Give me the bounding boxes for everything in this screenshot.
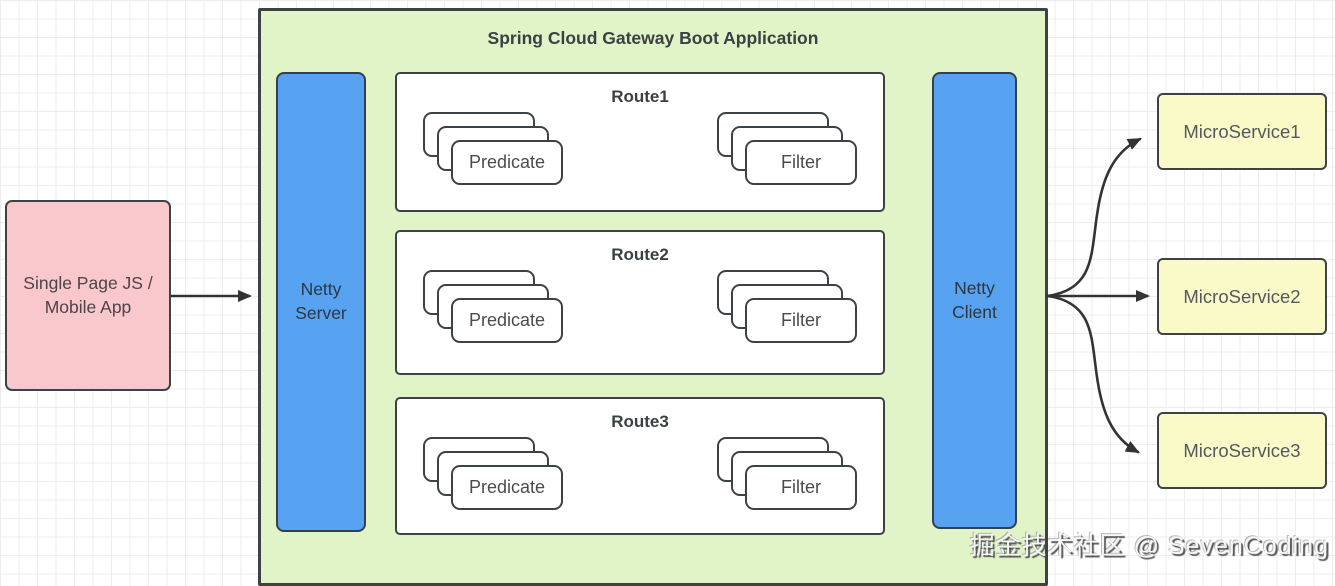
route2-title: Route2 — [611, 245, 669, 264]
filter-label: Filter — [781, 310, 821, 330]
netty-server-label-line2: Server — [295, 303, 347, 323]
arrow-gateway-to-microservice1 — [1046, 137, 1142, 298]
client-app-label-line2: Mobile App — [44, 296, 132, 317]
route1-filter-stack: Filter — [717, 112, 857, 185]
route1-box: Route1 Predicate Filter — [395, 72, 885, 212]
route2-filter-stack: Filter — [717, 270, 857, 343]
route3-filter-stack: Filter — [717, 437, 857, 510]
route2-predicate-stack: Predicate — [423, 270, 563, 343]
predicate-card: Predicate — [451, 298, 563, 343]
route1-title: Route1 — [611, 87, 669, 106]
route1-predicate-stack: Predicate — [423, 112, 563, 185]
predicate-card: Predicate — [451, 140, 563, 185]
microservice3-box: MicroService3 — [1157, 412, 1327, 489]
arrow-gateway-to-microservice3 — [1046, 294, 1140, 454]
filter-label: Filter — [781, 152, 821, 172]
filter-card: Filter — [745, 465, 857, 510]
netty-server-label-line1: Netty — [300, 279, 342, 300]
microservice1-label: MicroService1 — [1183, 120, 1301, 142]
route3-predicate-stack: Predicate — [423, 437, 563, 510]
gateway-title: Spring Cloud Gateway Boot Application — [487, 28, 819, 48]
client-app-label-line1: Single Page JS / — [23, 272, 153, 293]
route3-box: Route3 Predicate Filter — [395, 397, 885, 535]
netty-server-box: Netty Server — [276, 72, 366, 532]
netty-client-box: Netty Client — [932, 72, 1017, 529]
microservice2-box: MicroService2 — [1157, 258, 1327, 335]
filter-card: Filter — [745, 140, 857, 185]
predicate-label: Predicate — [468, 310, 546, 330]
filter-card: Filter — [745, 298, 857, 343]
watermark-text: 掘金技术社区 @ SevenCoding — [969, 532, 1329, 560]
predicate-label: Predicate — [468, 152, 546, 172]
route2-box: Route2 Predicate Filter — [395, 230, 885, 375]
predicate-card: Predicate — [451, 465, 563, 510]
route3-title: Route3 — [611, 412, 669, 431]
client-app-box: Single Page JS / Mobile App — [5, 200, 171, 391]
netty-client-label-line2: Client — [952, 301, 997, 322]
microservice3-label: MicroService3 — [1183, 439, 1301, 461]
microservice2-label: MicroService2 — [1183, 285, 1301, 307]
netty-client-label-line1: Netty — [954, 277, 995, 298]
predicate-label: Predicate — [468, 477, 546, 497]
filter-label: Filter — [781, 477, 821, 497]
microservice1-box: MicroService1 — [1157, 93, 1327, 170]
